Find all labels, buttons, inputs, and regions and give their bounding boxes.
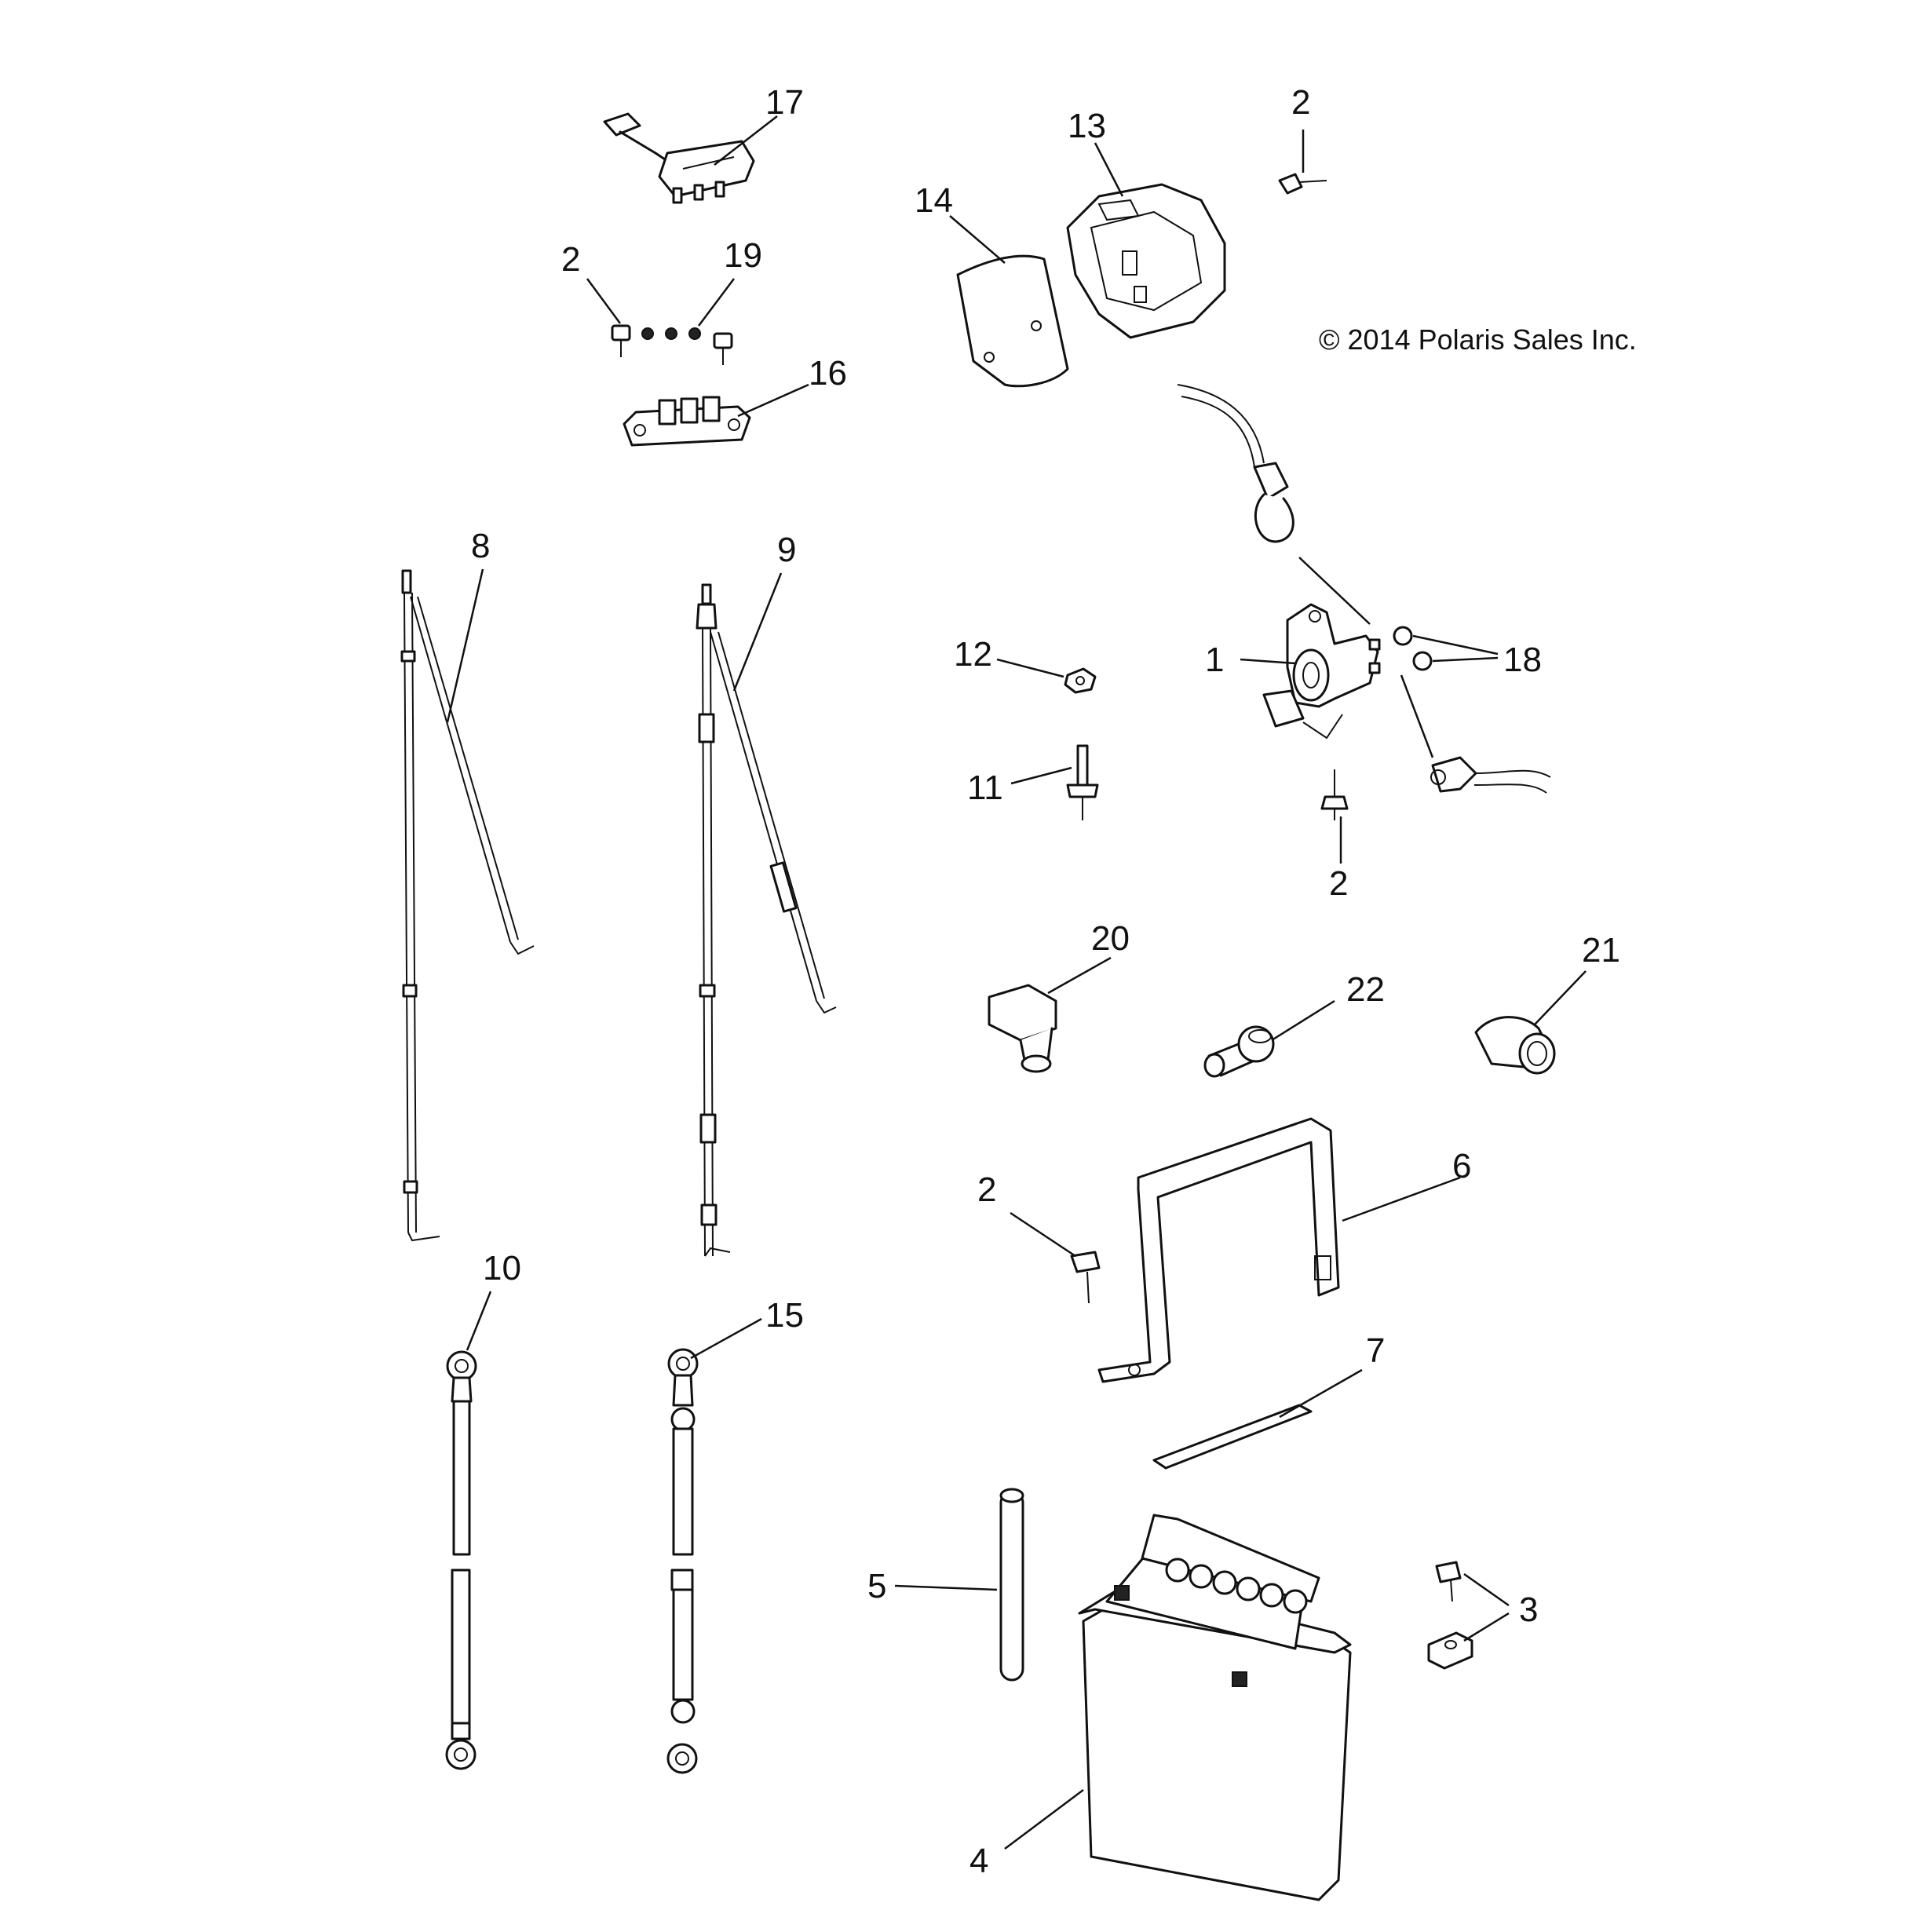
leader-2a	[586, 278, 622, 324]
callout-2a: 2	[561, 240, 580, 279]
callout-10: 10	[483, 1249, 521, 1287]
part-14-gasket	[956, 254, 1069, 388]
callout-2b: 2	[1291, 83, 1310, 122]
part-2-screw-top-right	[1278, 173, 1327, 195]
callout-19: 19	[724, 236, 762, 275]
part-3-bolt-nut	[1427, 1561, 1473, 1670]
callout-5: 5	[867, 1567, 886, 1605]
callout-3: 3	[1519, 1591, 1538, 1629]
part-6-bracket	[1097, 1117, 1340, 1383]
leader-12	[996, 658, 1064, 678]
part-13-housing	[1066, 183, 1226, 339]
leader-9	[732, 572, 783, 692]
part-17-cover	[603, 112, 755, 204]
leader-3b	[1463, 1612, 1510, 1642]
cable-lower	[1400, 674, 1551, 794]
part-21-boot	[1474, 1016, 1556, 1075]
part-9-cable	[696, 583, 837, 1257]
callout-15: 15	[765, 1296, 804, 1335]
leader-15	[690, 1317, 762, 1360]
callout-7: 7	[1366, 1331, 1385, 1370]
part-22-boot	[1203, 1025, 1275, 1078]
leader-18b	[1432, 656, 1499, 663]
part-10-cable	[445, 1350, 477, 1770]
callout-13: 13	[1068, 107, 1106, 145]
part-2-screws-top-left	[611, 324, 733, 365]
leader-1	[1240, 658, 1296, 665]
leader-8	[446, 568, 484, 723]
part-11-stud	[1066, 744, 1099, 820]
callout-6: 6	[1452, 1147, 1471, 1185]
callout-8: 8	[471, 527, 490, 565]
callout-1: 1	[1205, 641, 1224, 679]
leader-18a	[1412, 634, 1499, 656]
part-2-screw-bracket	[1070, 1251, 1101, 1304]
part-19-nuts	[641, 327, 701, 340]
leader-11	[1010, 766, 1072, 785]
leader-22	[1271, 999, 1335, 1042]
callout-14: 14	[915, 181, 953, 220]
part-8-cable	[400, 569, 535, 1242]
callout-4: 4	[969, 1842, 988, 1880]
callout-22: 22	[1346, 970, 1385, 1009]
part-18-nuts	[1393, 626, 1433, 671]
leader-21	[1534, 970, 1587, 1025]
leader-13	[1094, 142, 1124, 197]
part-16-terminal-block	[623, 396, 751, 447]
leader-16	[737, 383, 809, 418]
part-12-nut	[1064, 667, 1097, 694]
part-1-solenoid	[1262, 603, 1381, 740]
leader-2d	[1010, 1211, 1076, 1258]
leader-7	[1279, 1368, 1363, 1419]
part-15-cable	[666, 1348, 699, 1774]
callout-9: 9	[777, 531, 796, 569]
leader-14	[949, 215, 1006, 264]
part-4-battery	[1078, 1514, 1352, 1901]
callout-17: 17	[765, 83, 804, 122]
part-20-terminal-cover	[988, 984, 1057, 1073]
part-7-pad	[1152, 1404, 1313, 1470]
part-2-screw-mid	[1320, 769, 1349, 820]
leader-17	[714, 115, 778, 166]
callout-16: 16	[809, 354, 847, 393]
leader-10	[466, 1291, 492, 1351]
callout-11: 11	[967, 769, 1003, 807]
callout-18: 18	[1503, 641, 1542, 679]
cable-lead	[1177, 384, 1371, 625]
leader-19	[698, 278, 735, 327]
leader-5	[894, 1584, 998, 1591]
callout-12: 12	[954, 635, 992, 674]
callout-21: 21	[1582, 931, 1620, 970]
callout-20: 20	[1091, 919, 1130, 958]
callout-2c: 2	[1329, 864, 1348, 903]
leader-3a	[1463, 1572, 1510, 1607]
copyright-text: © 2014 Polaris Sales Inc.	[1319, 323, 1637, 356]
part-5-vent-tube	[999, 1488, 1024, 1682]
leader-4	[1004, 1789, 1084, 1850]
leader-6	[1342, 1176, 1461, 1222]
callout-2d: 2	[977, 1171, 996, 1209]
leader-20	[1047, 956, 1112, 995]
